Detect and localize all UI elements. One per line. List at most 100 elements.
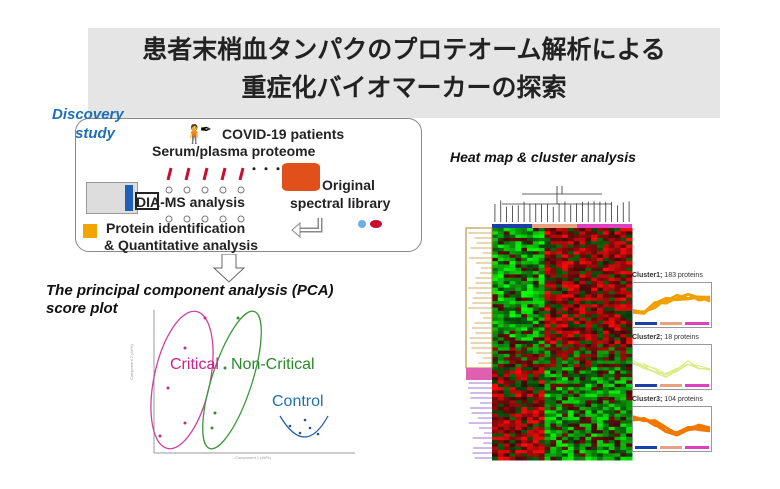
heatmap-cell [538,403,545,408]
heatmap-cell [614,383,621,388]
heatmap-cell [614,247,621,252]
heatmap-cell [497,397,505,401]
heatmap-cell [585,300,592,305]
heatmap-cell [556,344,563,348]
heatmap-cell [521,433,528,438]
heatmap-cell [573,307,580,312]
heatmap-cell [614,403,621,408]
heatmap-cell [614,456,621,461]
heatmap-cell [608,257,615,262]
heatmap-cell [597,287,604,292]
heatmap-cell [532,367,540,372]
heatmap-cell [509,387,516,391]
heatmap-cell [538,290,545,295]
study-label: study [75,125,116,142]
heatmap-cell [544,320,551,325]
heatmap-cell [544,370,551,375]
heatmap-cell [591,340,598,345]
heatmap-cell [544,228,551,232]
heatmap-cell [527,377,534,381]
heatmap-cell [579,310,586,315]
heatmap-cell [550,357,557,362]
pca-title-1: The principal component analysis (PCA) [46,282,334,299]
heatmap-cell [620,393,627,398]
heatmap-cell [532,420,540,425]
heatmap-cell [515,307,522,312]
heatmap-cell [591,357,598,362]
heatmap-cell [497,353,505,358]
heatmap-cell [544,403,551,408]
heatmap-cell [597,264,604,269]
heatmap-cell [497,383,505,388]
heatmap-cell [591,456,598,461]
heatmap-cell [597,290,604,295]
heatmap-cell [556,284,563,289]
heatmap-cell [538,397,545,401]
heatmap-cell [597,324,604,328]
heatmap-cell [562,254,569,259]
heatmap-cell [567,390,575,395]
heatmap-cell [497,267,505,272]
heatmap-cell [614,290,621,295]
heatmap-cell [556,390,563,395]
heatmap-cell [556,267,563,272]
heatmap-cell [550,304,557,309]
heatmap-cell [503,367,510,372]
heatmap-cell [532,290,540,295]
heatmap-cell [544,377,551,381]
heatmap-cell [614,257,621,262]
heatmap-cell [585,334,592,338]
heatmap-cell [614,261,621,265]
heatmap-cell [515,420,522,425]
heatmap-cell [579,247,586,252]
heatmap-cell [597,284,604,289]
discovery-label: Discovery [52,106,124,123]
heatmap-cell [579,450,586,454]
heatmap-cell [626,430,633,434]
heatmap-cell [591,241,598,246]
heatmap-cell [597,390,604,395]
heatmap-cell [556,244,563,249]
heatmap-cell [567,383,575,388]
heatmap-cell [556,228,563,232]
heatmap-cell [608,430,615,434]
heatmap-cell [620,450,627,454]
heatmap-cell [527,304,534,309]
heatmap-cell [562,317,569,322]
heatmap-cell [579,237,586,242]
heatmap-cell [492,397,499,401]
heatmap-cell [579,423,586,428]
heatmap-cell [567,413,575,418]
heatmap-cell [521,436,528,441]
heatmap-cell [550,450,557,454]
heatmap-cell [550,251,557,256]
heatmap-cell [585,228,592,232]
heatmap-cell [521,304,528,309]
heatmap-cell [550,370,557,375]
heatmap-cell [544,347,551,352]
heatmap-cell [620,433,627,438]
heatmap-cell [579,281,586,285]
heatmap-cell [597,353,604,358]
heatmap-cell [579,257,586,262]
heatmap-cell [620,416,627,421]
heatmap-cell [509,413,516,418]
heatmap-cell [538,453,545,458]
heatmap-cell [620,244,627,249]
heatmap-cell [503,287,510,292]
heatmap-cell [503,281,510,285]
heatmap-cell [509,284,516,289]
heatmap-cell [538,297,545,302]
heatmap-cell [556,360,563,365]
heatmap-cell [521,324,528,328]
library-text-1: Original [322,177,375,193]
heatmap-cell [544,357,551,362]
heatmap-cell [544,360,551,365]
heatmap-cell [579,390,586,395]
heatmap-cell [567,387,575,391]
heatmap-cell [556,237,563,242]
heatmap-cell [527,320,534,325]
heatmap-cell [515,440,522,444]
heatmap-cell [562,274,569,279]
heatmap-cell [573,357,580,362]
